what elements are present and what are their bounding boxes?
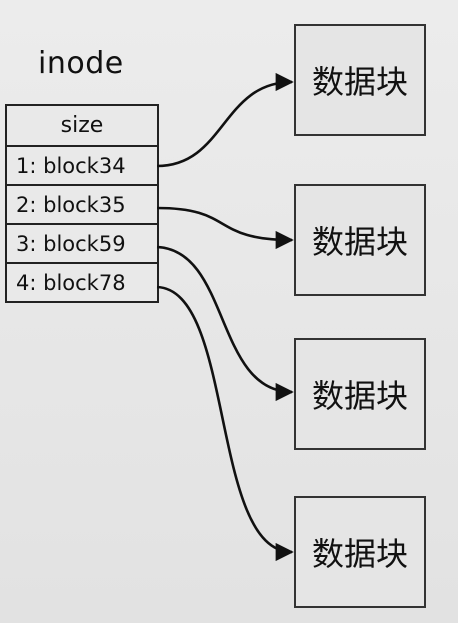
- inode-entry-4: 4: block78: [7, 262, 157, 301]
- data-block-4: 数据块: [294, 496, 426, 608]
- inode-title: inode: [38, 46, 124, 81]
- inode-entry-3: 3: block59: [7, 223, 157, 262]
- arrow-block59: [156, 245, 294, 402]
- arrow-block78: [156, 285, 294, 562]
- data-block-2: 数据块: [294, 184, 426, 296]
- arrow-block35: [156, 206, 294, 250]
- inode-size-field: size: [60, 113, 104, 138]
- data-block-1: 数据块: [294, 24, 426, 136]
- inode-entry-2: 2: block35: [7, 184, 157, 223]
- inode-table: size 1: block34 2: block35 3: block59 4:…: [5, 104, 159, 303]
- data-block-3: 数据块: [294, 338, 426, 450]
- arrow-block34: [156, 72, 294, 168]
- inode-entry-1: 1: block34: [7, 145, 157, 184]
